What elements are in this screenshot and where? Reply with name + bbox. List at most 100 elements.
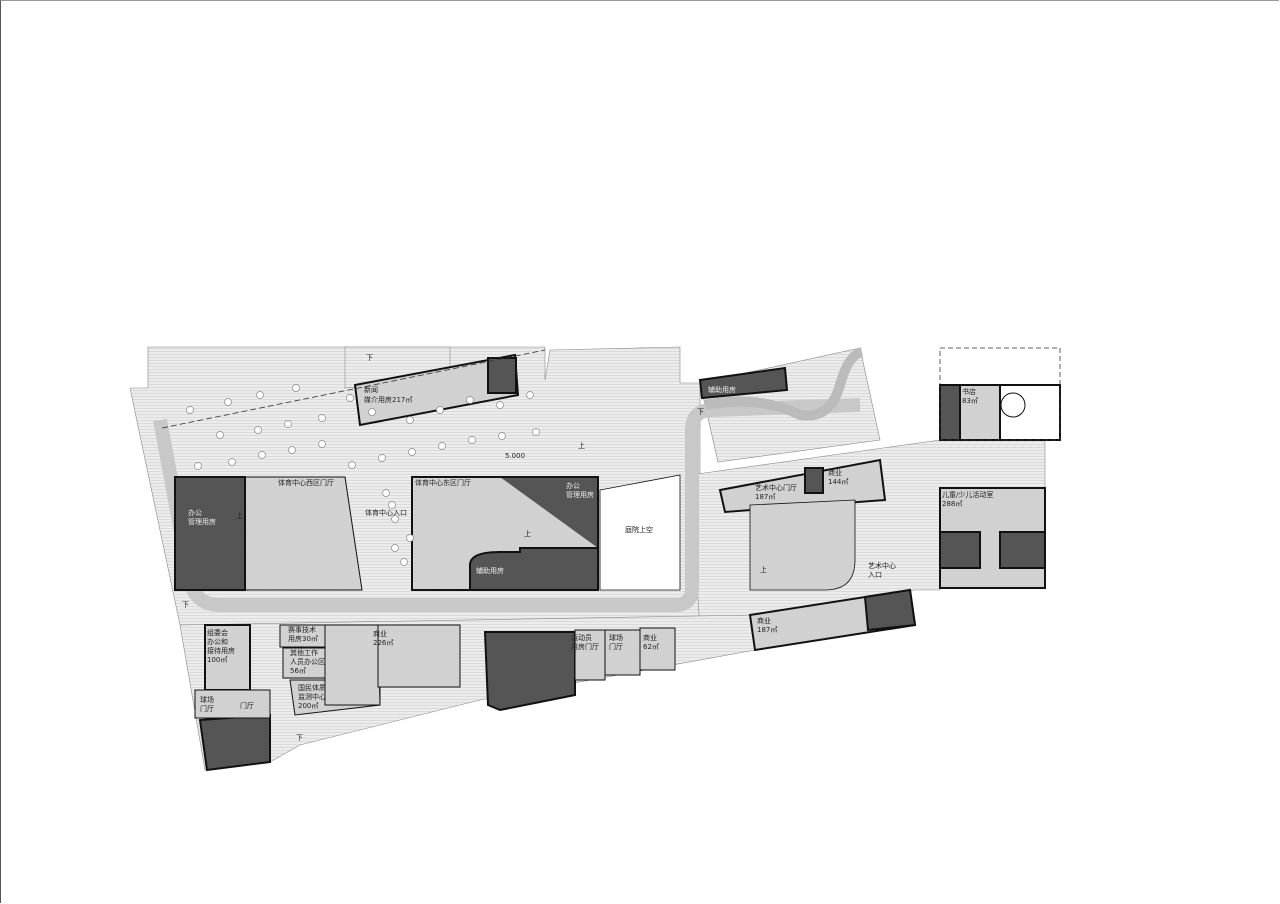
label-commerce-226-1: 商业 (373, 629, 387, 638)
glass-line (161, 349, 546, 429)
art-core (804, 467, 824, 494)
tree-icon (400, 558, 408, 566)
label-staff-1: 其他工作 (290, 648, 318, 657)
tree-icon (406, 416, 414, 424)
label-committee-1: 组委会 (207, 628, 228, 637)
art-lobby (718, 458, 887, 514)
kids-core-left (939, 531, 981, 569)
athlete-lobby (574, 629, 606, 681)
tree-icon (391, 515, 399, 523)
tree-icon (496, 401, 504, 409)
commerce-187-core (863, 588, 917, 632)
tree-icon (194, 462, 202, 470)
bookstore-canopy (939, 347, 1061, 441)
label-elevation: 5.000 (505, 452, 525, 460)
label-art-lobby-1: 艺术中心门厅 (755, 483, 797, 492)
label-commerce-187-2: 187㎡ (757, 626, 777, 634)
tree-icon (526, 391, 534, 399)
tree-icon (256, 391, 264, 399)
tree-icon (254, 426, 262, 434)
west-lobby (239, 476, 363, 591)
tree-icon (258, 451, 266, 459)
tree-icon (391, 544, 399, 552)
ramp-path (704, 347, 864, 421)
courtyard-void (599, 474, 681, 591)
lobby-center (324, 624, 381, 706)
label-office-west-2: 管理用房 (188, 517, 216, 526)
label-art-entrance-2: 入口 (868, 571, 882, 579)
label-commerce-226-2: 226㎡ (373, 639, 393, 647)
plaza-trees (186, 384, 540, 566)
label-tech-1: 赛事技术 (288, 625, 316, 634)
tree-icon (346, 394, 354, 402)
label-courtyard-void: 庭院上空 (625, 525, 653, 534)
bookstore-core (939, 384, 961, 441)
tree-icon (408, 448, 416, 456)
label-kids-1: 儿童/少儿活动室 (942, 490, 993, 499)
stair-up-art: 上 (760, 565, 767, 574)
label-news-2: 媒介用房217㎡ (364, 395, 412, 404)
stair-up-east: 上 (524, 529, 531, 538)
tree-icon (368, 408, 376, 416)
tree-icon (348, 461, 356, 469)
news-core (487, 357, 517, 394)
label-staff-2: 人员办公区 (290, 657, 325, 666)
tree-icon (406, 534, 414, 542)
label-court-right-2: 门厅 (609, 642, 623, 651)
court-core-left (198, 713, 271, 772)
tree-icon (532, 428, 540, 436)
tree-icon (318, 414, 326, 422)
label-fitness-1: 国民体质 (298, 683, 326, 692)
label-tech-2: 用房30㎡ (288, 634, 318, 643)
tree-icon (436, 406, 444, 414)
tree-icon (224, 398, 232, 406)
label-office-east-2: 管理用房 (566, 490, 594, 499)
label-commerce-187-1: 商业 (757, 616, 771, 625)
tree-icon (388, 501, 396, 509)
label-committee-2: 办公和 (207, 637, 228, 646)
art-hall (749, 499, 856, 591)
service-block (483, 631, 576, 712)
label-bookstore-1: 书店 (962, 387, 976, 396)
label-bookstore-2: 83㎡ (962, 397, 978, 405)
tree-icon (186, 406, 194, 414)
label-athlete-1: 运动员 (571, 633, 592, 642)
tree-icon (318, 440, 326, 448)
stair-down-north: 下 (366, 354, 373, 362)
label-east-lobby: 体育中心东区门厅 (415, 478, 471, 487)
tree-icon (498, 432, 506, 440)
news-media-room (353, 353, 520, 427)
tree-icon (284, 420, 292, 428)
tree-icon (378, 454, 386, 462)
tree-icon (466, 396, 474, 404)
label-court-right-1: 球场 (609, 633, 623, 642)
spiral-stair (1000, 392, 1026, 418)
tree-icon (228, 458, 236, 466)
label-art-lobby-2: 187㎡ (755, 493, 775, 501)
circulation-ring (153, 398, 861, 612)
committee-room (204, 624, 251, 691)
label-kids-2: 288㎡ (942, 500, 962, 508)
label-court-left-1: 球场 (200, 695, 214, 704)
label-commerce-62-2: 62㎡ (643, 643, 659, 651)
label-commerce-62-1: 商业 (643, 633, 657, 642)
label-aux-east: 辅助用房 (476, 566, 504, 575)
tree-icon (292, 384, 300, 392)
west-service (174, 476, 246, 591)
rooms (174, 353, 1061, 772)
stair-up-west: 上 (236, 511, 243, 520)
label-lobby: 门厅 (240, 701, 254, 710)
label-commerce-144-1: 商业 (828, 468, 842, 477)
staff-office (282, 647, 326, 679)
commerce-62 (639, 627, 676, 671)
tree-icon (468, 436, 476, 444)
tree-icon (438, 442, 446, 450)
tree-icon (288, 446, 296, 454)
east-service (469, 476, 599, 591)
kids-core-right (999, 531, 1046, 569)
label-fitness-3: 200㎡ (298, 702, 318, 710)
court-lobby-right (604, 629, 641, 676)
court-lobby-left (194, 689, 271, 719)
label-office-east-1: 办公 (566, 481, 580, 490)
